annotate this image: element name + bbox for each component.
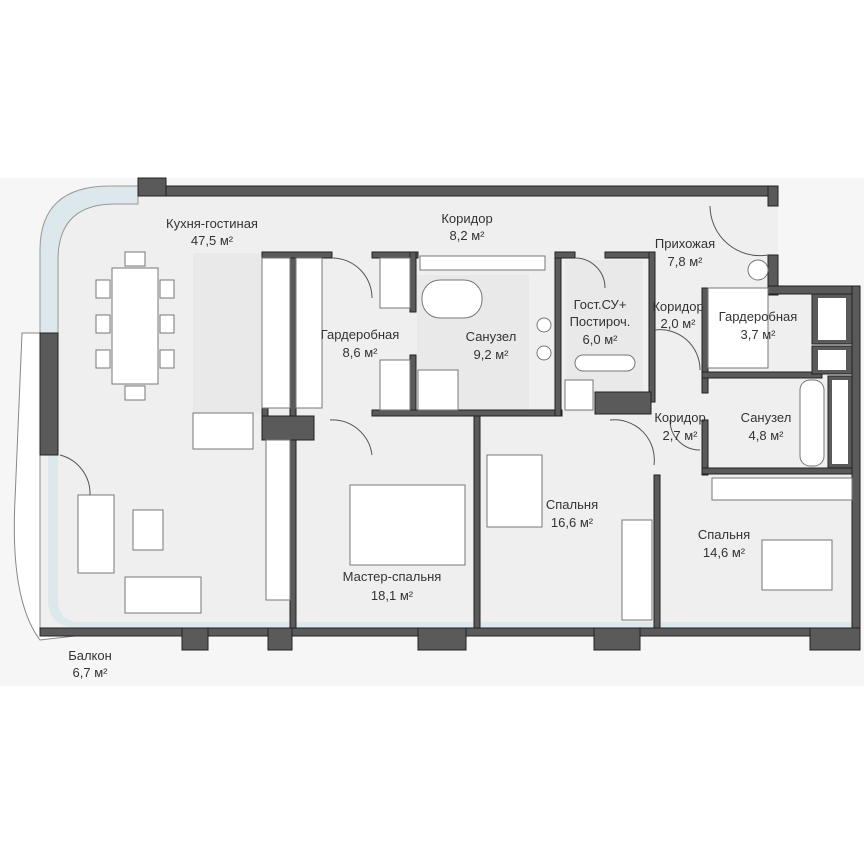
bed-1 [486, 454, 543, 528]
room-name: Гост.СУ+ [574, 297, 627, 312]
room-area: 14,6 м² [703, 545, 746, 560]
room-name: Санузел [741, 410, 792, 425]
shower [417, 369, 459, 411]
room-name: Мастер-спальня [343, 569, 442, 584]
room-name: Прихожая [655, 236, 715, 251]
room-area: 6,0 м² [583, 332, 619, 347]
sofa [77, 494, 115, 574]
doors [59, 205, 769, 496]
shafts [811, 293, 853, 469]
room-name-line2: Постироч. [570, 314, 631, 329]
bed-master [349, 484, 466, 566]
dining-table [111, 267, 159, 385]
room-name: Спальня [698, 527, 750, 542]
sofa-2 [124, 576, 202, 614]
kitchen-tile [193, 253, 261, 413]
kitchen-counter [261, 257, 291, 409]
room-name: Санузел [466, 329, 517, 344]
room-name: Гардеробная [321, 327, 400, 342]
bed-2 [761, 539, 833, 591]
room-name: Гардеробная [719, 309, 798, 324]
room-area: 8,6 м² [343, 345, 379, 360]
room-area: 4,8 м² [749, 428, 785, 443]
bathtub [421, 279, 483, 319]
room-area: 47,5 м² [191, 233, 234, 248]
room-name: Спальня [546, 497, 598, 512]
bathtub-2 [799, 379, 825, 467]
room-name: Коридор [654, 410, 705, 425]
room-labels: Кухня-гостиная 47,5 м² Коридор 8,2 м² Пр… [68, 211, 797, 680]
kitchen-island [192, 412, 254, 450]
room-area: 9,2 м² [474, 347, 510, 362]
room-area: 6,7 м² [73, 665, 109, 680]
walls [39, 177, 861, 651]
room-area: 3,7 м² [741, 327, 777, 342]
room-area: 16,6 м² [551, 515, 594, 530]
room-area: 2,0 м² [661, 316, 697, 331]
room-name: Балкон [68, 648, 112, 663]
furniture [77, 251, 853, 621]
room-area: 18,1 м² [371, 588, 414, 603]
room-name: Коридор [441, 211, 492, 226]
wardrobe [295, 257, 323, 409]
room-area: 7,8 м² [668, 254, 704, 269]
balcony [13, 332, 76, 641]
room-name: Кухня-гостиная [166, 216, 258, 231]
room-area: 2,7 м² [663, 428, 699, 443]
room-name: Коридор [652, 299, 703, 314]
room-area: 8,2 м² [450, 228, 486, 243]
